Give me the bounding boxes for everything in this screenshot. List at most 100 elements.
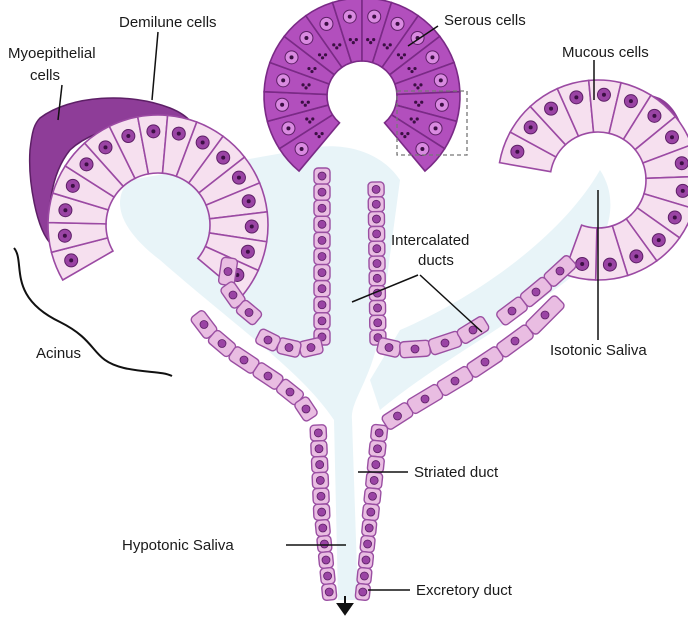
serous-granule: [308, 120, 311, 123]
label-intercalated-2: ducts: [418, 252, 454, 269]
striated-left-nucleus: [315, 445, 323, 453]
right-mucous-nucleolus: [673, 215, 677, 219]
serous-granule: [311, 117, 314, 120]
left-mucous-nucleolus: [247, 199, 251, 203]
serous-nucleolus: [290, 55, 294, 59]
intercalated-left-of-serous-nucleus: [318, 317, 326, 325]
serous-granule: [318, 53, 321, 56]
serous-granule: [310, 70, 313, 73]
left-outer-duct-nucleus: [286, 388, 294, 396]
intercalated-curve-right-nucleus: [385, 344, 393, 352]
serous-nucleolus: [348, 15, 352, 19]
serous-nucleolus: [280, 103, 284, 107]
right-mucous-nucleolus: [549, 107, 553, 111]
intercalated-left-acinus-nucleus: [229, 291, 237, 299]
right-mucous-nucleolus: [529, 125, 533, 129]
intercalated-right-of-serous-nucleus: [373, 230, 381, 238]
serous-nucleolus: [439, 78, 443, 82]
excretory-right-nucleus: [360, 572, 368, 580]
serous-granule: [410, 70, 413, 73]
label-isotonic-saliva: Isotonic Saliva: [550, 342, 647, 359]
serous-nucleolus: [300, 147, 304, 151]
excretory-left-nucleus: [319, 524, 327, 532]
intercalated-right-of-serous-nucleus: [374, 319, 382, 327]
serous-nucleolus: [430, 55, 434, 59]
intercalated-right-of-serous-nucleus: [373, 274, 381, 282]
right-mucous-nucleolus: [608, 263, 612, 267]
serous-granule: [369, 41, 372, 44]
right-outer-duct-nucleus: [394, 412, 402, 420]
intercalated-right-of-serous-nucleus: [372, 185, 380, 193]
serous-granule: [305, 117, 308, 120]
left-mucous-nucleolus: [221, 156, 225, 160]
serous-granule: [414, 101, 417, 104]
serous-granule: [407, 67, 410, 70]
serous-nucleolus: [420, 147, 424, 151]
serous-granule: [315, 132, 318, 135]
striated-right-nucleus: [372, 461, 380, 469]
right-mucous-nucleolus: [681, 189, 685, 193]
intercalated-left-of-serous-nucleus: [318, 269, 326, 277]
striated-right-nucleus: [367, 508, 375, 516]
intercalated-curve-left-nucleus: [307, 344, 315, 352]
intercalated-right-of-serous-nucleus: [372, 200, 380, 208]
excretory-left-nucleus: [325, 588, 333, 596]
label-striated-duct: Striated duct: [414, 464, 499, 481]
serous-granule: [304, 86, 307, 89]
serous-nucleolus: [286, 126, 290, 130]
left-mucous-nucleolus: [63, 234, 67, 238]
striated-left-nucleus: [318, 508, 326, 516]
label-demilune-cells: Demilune cells: [119, 14, 217, 31]
intercalated-right-of-serous-nucleus: [373, 245, 381, 253]
intercalated-left-of-serous-nucleus: [318, 188, 326, 196]
right-mucous-nucleolus: [634, 254, 638, 258]
left-mucous-nucleolus: [151, 129, 155, 133]
striated-right-nucleus: [374, 445, 382, 453]
intercalated-right-acinus-nucleus: [556, 267, 564, 275]
left-outer-duct-nucleus: [240, 356, 248, 364]
serous-granule: [417, 104, 420, 107]
striated-right-nucleus: [375, 429, 383, 437]
serous-granule: [313, 67, 316, 70]
striated-right-nucleus: [370, 476, 378, 484]
serous-granule: [321, 56, 324, 59]
intercalated-left-of-serous-nucleus: [318, 220, 326, 228]
serous-granule: [321, 132, 324, 135]
serous-granule: [355, 38, 358, 41]
serous-granule: [397, 53, 400, 56]
serous-granule: [366, 38, 369, 41]
serous-granule: [420, 101, 423, 104]
serous-granule: [324, 53, 327, 56]
left-mucous-nucleolus: [103, 145, 107, 149]
intercalated-curve-left-nucleus: [285, 344, 293, 352]
label-myoepithelial-1: Myoepithelial: [8, 45, 96, 62]
right-outer-duct-nucleus: [451, 377, 459, 385]
intercalated-curve-right-nucleus: [441, 339, 449, 347]
left-mucous-nucleolus: [69, 258, 73, 262]
right-mucous-nucleolus: [580, 262, 584, 266]
label-hypotonic-saliva: Hypotonic Saliva: [122, 537, 234, 554]
intercalated-left-of-serous-nucleus: [318, 301, 326, 309]
serous-granule: [403, 53, 406, 56]
label-excretory-duct: Excretory duct: [416, 582, 513, 599]
serous-granule: [419, 83, 422, 86]
serous-granule: [389, 43, 392, 46]
serous-granule: [318, 135, 321, 138]
right-mucous-nucleolus: [657, 238, 661, 242]
right-mucous-nucleolus: [652, 114, 656, 118]
left-mucous-nucleolus: [71, 184, 75, 188]
intercalated-right-acinus-nucleus: [532, 288, 540, 296]
serous-nucleolus: [304, 36, 308, 40]
left-mucous-nucleolus: [177, 132, 181, 136]
intercalated-right-acinus-nucleus: [508, 307, 516, 315]
serous-granule: [332, 43, 335, 46]
intercalated-right-of-serous-nucleus: [373, 260, 381, 268]
serous-granule: [335, 46, 338, 49]
striated-left-nucleus: [316, 476, 324, 484]
serous-granule: [413, 83, 416, 86]
left-outer-duct-nucleus: [200, 321, 208, 329]
left-mucous-nucleolus: [246, 250, 250, 254]
serous-granule: [301, 101, 304, 104]
left-outer-duct-nucleus: [218, 340, 226, 348]
serous-nucleolus: [324, 22, 328, 26]
